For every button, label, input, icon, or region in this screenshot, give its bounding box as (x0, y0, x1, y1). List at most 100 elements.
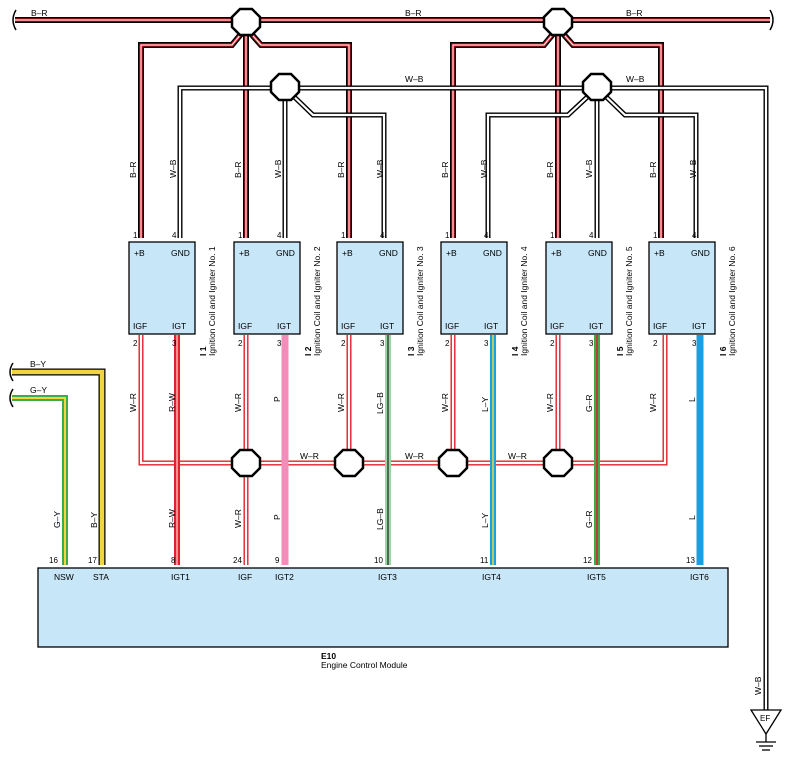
pin-number: 2 (445, 339, 450, 348)
wire-label: B–Y (30, 359, 46, 369)
wire-label: L (687, 397, 697, 402)
coil-module-5: 1 4 +B GND IGF IGT 2 3 I 5 Ignition Coil… (545, 231, 634, 356)
ground-point-label: EF (760, 714, 770, 723)
ground-wiring (177, 85, 769, 710)
wire-label: R–W (167, 393, 177, 412)
wire-label: W–B (375, 159, 385, 178)
pin-number: 12 (583, 556, 592, 565)
coil-module-2: 1 4 +B GND IGF IGT 2 3 I 2 Ignition Coil… (233, 231, 322, 356)
coil-code: I 6 (718, 346, 728, 356)
wire-label: W–R (405, 451, 424, 461)
ecm-name: Engine Control Module (321, 660, 408, 670)
terminal-label: IGT (277, 321, 291, 331)
terminal-label: IGF (341, 321, 355, 331)
terminal-label: GND (379, 248, 398, 258)
pin-number: 4 (589, 231, 594, 240)
pin-number: 4 (484, 231, 489, 240)
nsw-wire (12, 395, 68, 565)
wire-label: G–Y (52, 511, 62, 528)
wire-label: W–B (626, 74, 645, 84)
ecm-body (37, 567, 729, 648)
pin-number: 4 (380, 231, 385, 240)
wire-label: R–W (167, 509, 177, 528)
junction-igf-4 (542, 448, 574, 478)
coil-body (545, 241, 613, 335)
ground-point-marker (749, 709, 783, 736)
pin-number: 2 (133, 339, 138, 348)
pin-number: 3 (172, 339, 177, 348)
terminal-label: GND (171, 248, 190, 258)
wire-label: W–R (336, 393, 346, 412)
coil-body (648, 241, 716, 335)
terminal-label: IGT (589, 321, 603, 331)
coil-name: Ignition Coil and Igniter No. 3 (415, 246, 425, 356)
wire-label: W–B (584, 159, 594, 178)
ecm-module: 16 17 8 24 9 10 11 12 13 NSW STA IGT1 IG… (37, 556, 729, 670)
terminal-label: IGF (133, 321, 147, 331)
pin-number: 13 (686, 556, 695, 565)
terminal-label: +B (446, 248, 457, 258)
pin-number: 4 (692, 231, 697, 240)
wire-label: W–R (233, 393, 243, 412)
wire-label: W–R (128, 393, 138, 412)
pin-number: 16 (49, 556, 58, 565)
top-wire-labels: B–R B–R B–R W–B W–B G–Y B–Y W–R W–R W–R (30, 8, 645, 461)
wire-label: L (687, 515, 697, 520)
junction-ground-1 (269, 72, 301, 102)
terminal-label: IGT5 (587, 572, 606, 582)
coil-name: Ignition Coil and Igniter No. 1 (207, 246, 217, 356)
pin-number: 3 (484, 339, 489, 348)
wire-label: W–B (405, 74, 424, 84)
wire-label: LG–B (375, 392, 385, 414)
wire-label: G–R (584, 511, 594, 528)
pin-number: 1 (238, 231, 243, 240)
terminal-label: IGT4 (482, 572, 501, 582)
wire-label: B–R (545, 161, 555, 178)
pin-number: 3 (589, 339, 594, 348)
wire-label: W–B (479, 159, 489, 178)
wire-label: B–R (405, 8, 422, 18)
terminal-label: IGT2 (275, 572, 294, 582)
coil-code: I 5 (615, 346, 625, 356)
pin-number: 17 (88, 556, 97, 565)
pin-number: 4 (172, 231, 177, 240)
pin-number: 9 (275, 556, 280, 565)
pin-number: 1 (653, 231, 658, 240)
terminal-label: STA (93, 572, 109, 582)
terminal-label: IGF (238, 572, 252, 582)
wire-label: W–R (545, 393, 555, 412)
wire-label: B–R (336, 161, 346, 178)
wire-break-sta (9, 362, 14, 382)
wire-label: B–R (648, 161, 658, 178)
terminal-label: GND (588, 248, 607, 258)
pin-number: 8 (171, 556, 176, 565)
coil-module-4: 1 4 +B GND IGF IGT 2 3 I 4 Ignition Coil… (440, 231, 529, 356)
ground-symbol: EF (749, 709, 783, 751)
wire-label: LG–B (375, 508, 385, 530)
pin-number: 1 (445, 231, 450, 240)
pin-number: 11 (480, 556, 489, 565)
pin-number: 2 (238, 339, 243, 348)
pin-number: 10 (374, 556, 383, 565)
wire-label: W–R (233, 509, 243, 528)
pin-number: 24 (233, 556, 242, 565)
terminal-label: IGF (550, 321, 564, 331)
terminal-label: +B (654, 248, 665, 258)
wire-label: G–R (584, 395, 594, 412)
wire-label: B–Y (89, 512, 99, 528)
terminal-label: NSW (54, 572, 74, 582)
terminal-label: IGT (380, 321, 394, 331)
wire-label: W–B (753, 676, 763, 695)
junction-igf-1 (230, 448, 262, 478)
coil-name: Ignition Coil and Igniter No. 2 (312, 246, 322, 356)
coil-body (233, 241, 301, 335)
wire-label: G–Y (30, 385, 47, 395)
terminal-label: IGF (653, 321, 667, 331)
wire-label: L–Y (480, 513, 490, 528)
terminal-label: GND (691, 248, 710, 258)
ecm-code: E10 (321, 651, 336, 661)
coil-code: I 4 (510, 346, 520, 356)
pin-number: 3 (692, 339, 697, 348)
wire-break-left (12, 9, 17, 31)
